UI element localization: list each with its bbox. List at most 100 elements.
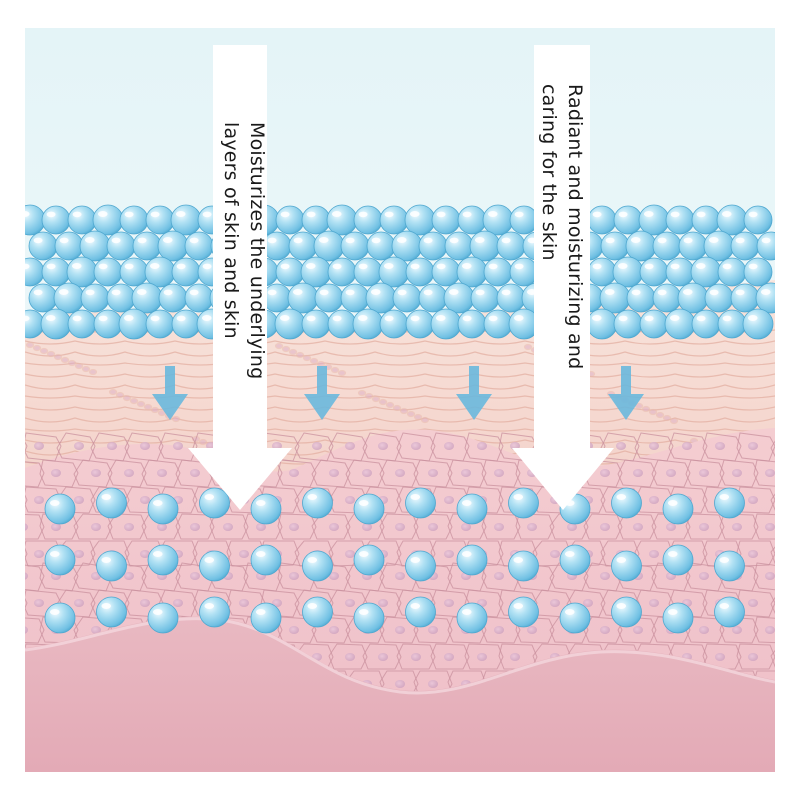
water-droplet-icon: [93, 309, 123, 339]
water-droplet-icon: [288, 231, 318, 261]
water-droplet-icon: [456, 602, 488, 634]
water-droplet-icon: [352, 308, 384, 340]
water-droplet-icon: [743, 257, 773, 287]
water-droplet-icon: [106, 283, 136, 313]
water-droplet-icon: [639, 309, 669, 339]
water-droplet-icon: [157, 230, 189, 262]
water-droplet-icon: [184, 283, 214, 313]
water-droplet-icon: [703, 230, 735, 262]
down-arrow-icon: [304, 366, 340, 420]
absorbed-droplets: [44, 487, 745, 634]
water-droplet-icon: [44, 544, 76, 576]
water-droplet-icon: [287, 282, 319, 314]
water-droplet-icon: [199, 487, 230, 519]
water-droplet-icon: [40, 308, 72, 340]
water-droplet-icon: [665, 205, 695, 235]
water-droplet-icon: [147, 602, 179, 634]
water-droplet-icon: [431, 257, 461, 287]
water-droplet-icon: [430, 308, 462, 340]
water-droplet-icon: [250, 602, 282, 634]
water-droplet-icon: [314, 283, 344, 313]
water-droplet-icon: [96, 487, 127, 519]
water-droplet-icon: [443, 282, 475, 314]
water-droplet-icon: [41, 205, 71, 235]
water-droplet-icon: [756, 231, 775, 261]
water-droplet-icon: [53, 282, 85, 314]
water-droplet-icon: [54, 231, 84, 261]
water-droplet-icon: [301, 309, 331, 339]
water-droplet-icon: [67, 309, 97, 339]
water-droplet-icon: [327, 257, 357, 287]
water-droplet-icon: [405, 596, 436, 628]
water-droplet-icon: [379, 205, 409, 235]
water-droplet-icon: [509, 257, 539, 287]
label-radiant-moisturizing: Radiant and moisturizing and caring for …: [538, 84, 586, 370]
water-droplet-icon: [405, 550, 436, 582]
water-droplet-icon: [119, 205, 149, 235]
water-droplet-icon: [302, 487, 333, 519]
water-droplet-icon: [366, 231, 396, 261]
water-droplet-icon: [41, 257, 71, 287]
water-droplet-icon: [652, 231, 682, 261]
water-droplet-icon: [25, 204, 46, 236]
water-droplet-icon: [431, 205, 461, 235]
down-arrow-icon: [456, 366, 492, 420]
water-droplet-icon: [482, 204, 514, 236]
water-droplet-icon: [690, 256, 722, 288]
water-droplet-icon: [587, 205, 617, 235]
water-droplet-icon: [404, 204, 436, 236]
water-droplet-icon: [418, 231, 448, 261]
water-droplet-icon: [80, 283, 110, 313]
water-droplet-icon: [274, 308, 306, 340]
water-droplet-icon: [25, 257, 45, 287]
water-droplet-icon: [184, 231, 214, 261]
water-droplet-icon: [199, 550, 230, 582]
absorption-arrows: [152, 366, 644, 420]
water-droplet-icon: [559, 544, 591, 576]
water-droplet-icon: [662, 544, 694, 576]
water-droplet-icon: [496, 283, 526, 313]
water-droplet-icon: [418, 283, 448, 313]
water-droplet-icon: [714, 550, 745, 582]
water-droplet-icon: [250, 544, 282, 576]
water-droplet-icon: [469, 230, 501, 262]
water-droplet-icon: [96, 550, 127, 582]
water-droplet-icon: [25, 309, 45, 339]
water-droplet-icon: [457, 205, 487, 235]
water-droplet-icon: [147, 544, 179, 576]
water-droplet-icon: [691, 205, 721, 235]
water-droplet-icon: [106, 231, 136, 261]
water-droplet-icon: [508, 487, 539, 519]
water-droplet-icon: [714, 596, 745, 628]
water-droplet-icon: [405, 487, 436, 519]
water-droplet-icon: [147, 493, 179, 525]
water-droplet-icon: [652, 283, 682, 313]
water-droplet-icon: [704, 283, 734, 313]
big-arrow-left: [188, 45, 292, 510]
water-droplet-icon: [612, 256, 644, 288]
water-droplet-icon: [405, 257, 435, 287]
water-droplet-icon: [625, 230, 657, 262]
water-droplet-icon: [496, 231, 526, 261]
water-droplet-icon: [405, 309, 435, 339]
water-droplet-icon: [444, 231, 474, 261]
water-droplet-icon: [586, 308, 618, 340]
water-droplet-icon: [250, 493, 282, 525]
water-droplet-icon: [302, 550, 333, 582]
water-droplet-icon: [158, 283, 188, 313]
water-droplet-icon: [664, 308, 696, 340]
water-droplet-icon: [392, 283, 422, 313]
water-droplet-icon: [171, 309, 201, 339]
water-droplet-icon: [600, 231, 630, 261]
water-droplet-icon: [483, 257, 513, 287]
water-droplet-icon: [611, 550, 642, 582]
water-droplet-icon: [119, 257, 149, 287]
water-droplet-icon: [638, 204, 670, 236]
water-droplet-icon: [743, 205, 773, 235]
water-droplet-icon: [170, 204, 202, 236]
water-droplet-icon: [508, 308, 540, 340]
water-droplet-icon: [353, 544, 385, 576]
water-droplet-icon: [613, 205, 643, 235]
water-droplet-icon: [67, 205, 97, 235]
